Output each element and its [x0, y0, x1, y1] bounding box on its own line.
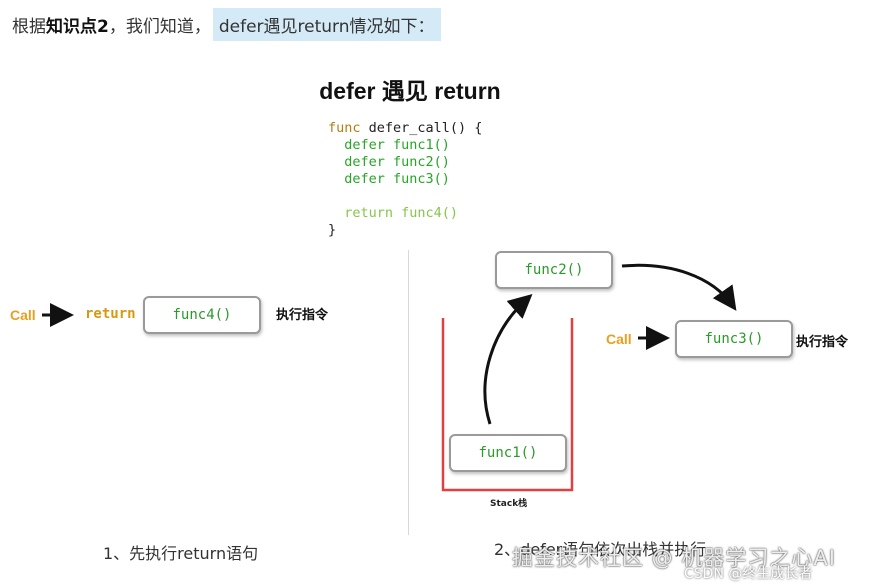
code-keyword: defer — [328, 171, 385, 187]
stack-container — [441, 318, 574, 492]
return-label: return — [85, 306, 136, 322]
func3-box: func3() — [675, 320, 793, 358]
code-keyword: func — [328, 120, 361, 136]
code-text: func3() — [384, 171, 450, 187]
code-keyword: return — [328, 205, 394, 221]
code-text: func1() — [384, 137, 450, 153]
code-keyword: defer — [328, 137, 385, 153]
watermark-main: 掘金技术社区 @ 机器学习之心AI — [512, 546, 836, 570]
call-label: Call — [606, 331, 632, 347]
intro-prefix: 根据 — [12, 16, 46, 37]
func4-box: func4() — [143, 296, 261, 334]
call-label: Call — [10, 307, 36, 323]
code-keyword: defer — [328, 154, 385, 170]
exec-arrow-icon — [621, 263, 737, 311]
intro-sentence: 根据 知识点2 ，我们知道， defer遇见return情况如下： — [12, 7, 441, 41]
watermark-sub: CSDN @终生成长者 — [684, 566, 813, 582]
section-divider — [408, 250, 409, 535]
func1-box: func1() — [449, 434, 567, 472]
func2-box: func2() — [495, 251, 613, 289]
execute-label: 执行指令 — [276, 308, 329, 323]
code-text: defer_call() { — [360, 120, 483, 136]
caption-right: 2、defer语句依次出栈并执行 — [494, 540, 707, 559]
code-text: func4() — [393, 205, 459, 221]
stack-label: Stack栈 — [490, 499, 528, 509]
intro-highlight: defer遇见return情况如下： — [212, 7, 441, 41]
intro-bold: 知识点2 — [46, 16, 109, 37]
caption-left: 1、先执行return语句 — [103, 544, 259, 563]
intro-middle: ，我们知道， — [108, 16, 211, 37]
code-text: } — [328, 222, 337, 238]
code-text: func2() — [384, 154, 450, 170]
code-block: func defer_call() { defer func1() defer … — [328, 120, 482, 239]
pop-arrow-icon — [483, 294, 533, 425]
execute-label: 执行指令 — [796, 335, 849, 350]
diagram-title: defer 遇见 return — [319, 78, 501, 104]
